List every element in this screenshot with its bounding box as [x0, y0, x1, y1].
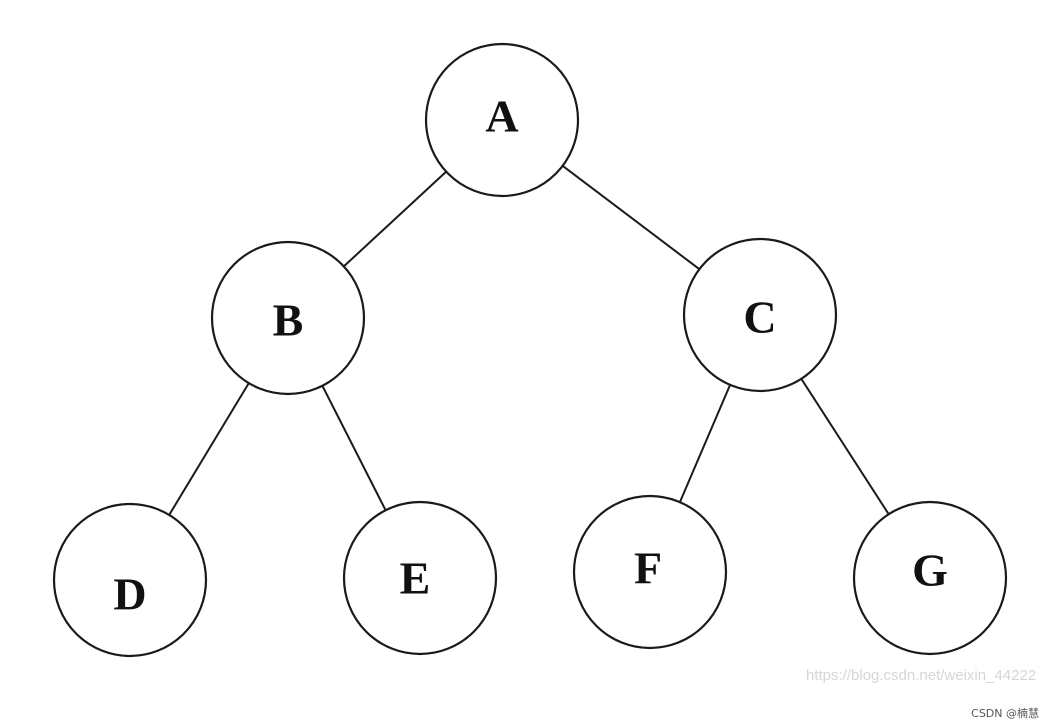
node-circle-a	[424, 42, 580, 198]
edge-a-b	[343, 170, 447, 268]
node-f: F	[572, 494, 728, 650]
node-circle-f	[572, 494, 728, 650]
node-circle-c	[682, 237, 838, 393]
node-d: D	[52, 502, 208, 658]
node-circle-d	[52, 502, 208, 658]
node-label-a: A	[485, 91, 518, 142]
edge-a-c	[561, 165, 701, 270]
edge-b-d	[168, 382, 250, 516]
node-label-d: D	[113, 569, 146, 620]
tree-edges	[168, 165, 890, 516]
edge-c-g	[800, 378, 890, 515]
watermark-url: https://blog.csdn.net/weixin_44222	[806, 667, 1037, 684]
node-e: E	[342, 500, 498, 656]
node-a: A	[424, 42, 580, 198]
node-label-g: G	[912, 545, 948, 596]
watermark-credit: CSDN @楠慧	[971, 707, 1039, 720]
edge-c-f	[678, 384, 732, 503]
node-circle-e	[342, 500, 498, 656]
edge-b-e	[321, 385, 387, 511]
node-label-b: B	[273, 295, 304, 346]
tree-nodes: A B C D E F G	[52, 42, 1008, 658]
node-label-f: F	[634, 543, 662, 594]
node-circle-b	[210, 240, 366, 396]
node-circle-g	[852, 500, 1008, 656]
node-g: G	[852, 500, 1008, 656]
node-label-c: C	[743, 292, 776, 343]
node-c: C	[682, 237, 838, 393]
node-b: B	[210, 240, 366, 396]
node-label-e: E	[400, 553, 431, 604]
